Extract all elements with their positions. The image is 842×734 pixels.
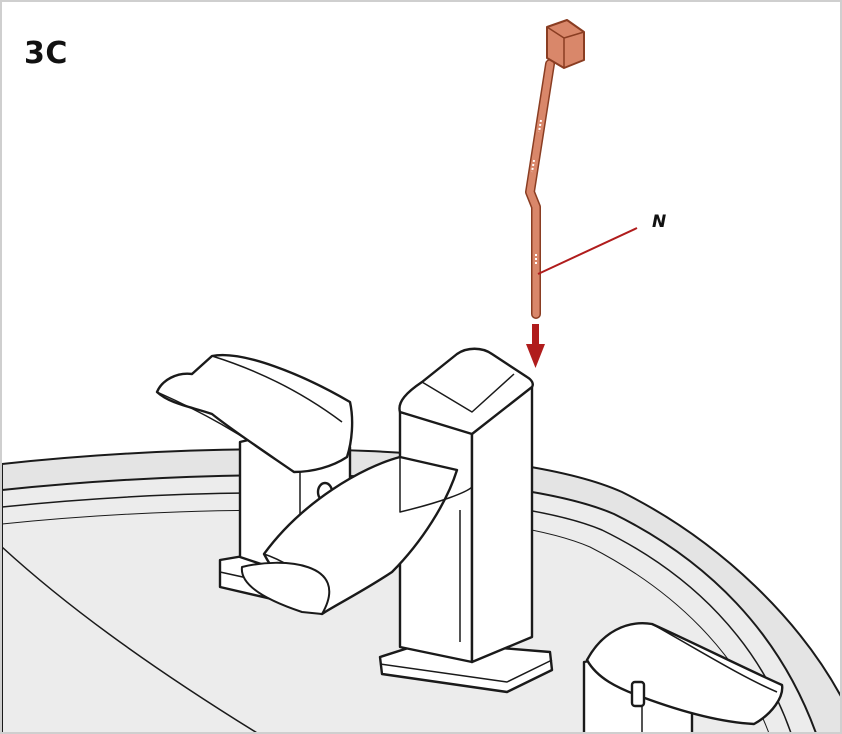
popup-rod [525,19,585,319]
spout [240,347,554,694]
basin-edge [2,546,257,732]
callout-label: N [652,212,667,232]
basin-inner-rim-2 [2,509,769,732]
right-valve-pin [630,680,646,708]
popup-rod-knob [546,19,585,69]
callout-leader-line [537,227,638,275]
right-handle-valve [582,622,784,732]
step-label: 3C [24,36,68,71]
spout-top [398,347,534,436]
basin-inner-rim [2,492,792,732]
arrow-down-icon [526,324,545,368]
